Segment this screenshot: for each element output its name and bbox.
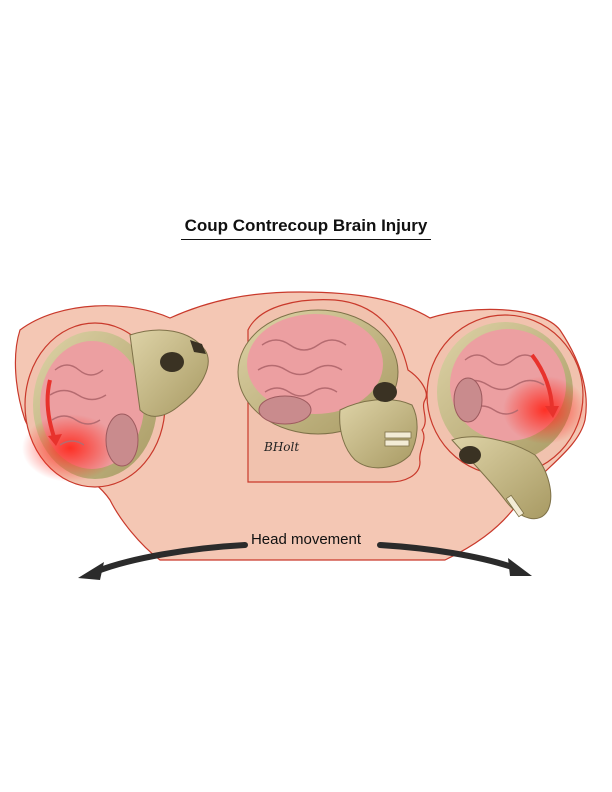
movement-arrow-left: [92, 542, 248, 575]
right-injury-area: [503, 376, 587, 444]
artist-signature: BHolt: [264, 440, 300, 454]
right-head: [426, 314, 587, 520]
head-movement-label: Head movement: [250, 531, 362, 548]
movement-arrow-right: [377, 542, 518, 571]
center-head: [237, 309, 418, 469]
left-head: [22, 322, 209, 488]
right-motion-arrow: [530, 353, 554, 411]
diagram-title: Coup Contrecoup Brain Injury: [0, 216, 612, 240]
left-motion-arrow: [45, 379, 57, 441]
left-injury-area: [22, 414, 118, 482]
